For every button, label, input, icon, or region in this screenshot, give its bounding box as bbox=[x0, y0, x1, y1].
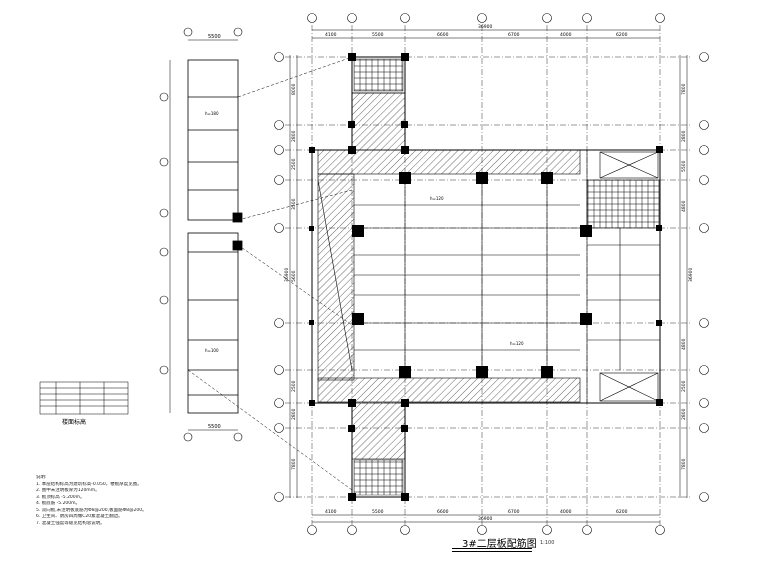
note-line: 4. 板底筋 -5.200m。 bbox=[36, 501, 81, 506]
right-dim: 4800 bbox=[681, 200, 687, 212]
side-strip-bubbles bbox=[159, 27, 243, 442]
slab-label: h=120 bbox=[430, 196, 444, 201]
right-dim: 2500 bbox=[681, 380, 687, 392]
right-dim: 2800 bbox=[681, 130, 687, 142]
bottom-grid-zone bbox=[353, 459, 404, 496]
bottom-dim: 5500 bbox=[372, 509, 384, 515]
note-line: 5. 双向板,未注明板底筋为Φ8@200,板面筋Φ8@200。 bbox=[36, 507, 147, 513]
right-dim: 7800 bbox=[681, 458, 687, 470]
level-table bbox=[39, 381, 129, 415]
top-total-dim: 36900 bbox=[478, 24, 492, 30]
left-dim: 8000 bbox=[291, 83, 297, 95]
right-dim: 2800 bbox=[681, 408, 687, 420]
top-dim: 4000 bbox=[560, 32, 572, 38]
side-slab-label: h=100 bbox=[205, 348, 219, 353]
left-dim: 2800 bbox=[291, 130, 297, 142]
left-dim: 2500 bbox=[291, 158, 297, 170]
notes-heading: 说明: bbox=[36, 475, 47, 480]
top-dim: 6200 bbox=[616, 32, 628, 38]
note-line: 2. 图中未注明板厚为120mm。 bbox=[36, 488, 100, 493]
left-dim: 3500 bbox=[291, 198, 297, 210]
title-underline-secondary bbox=[452, 551, 532, 552]
bottom-total-dim: 36900 bbox=[478, 516, 492, 522]
top-dimension-lines bbox=[289, 29, 688, 523]
top-dim: 6600 bbox=[437, 32, 449, 38]
drawing-title: 3#二层板配筋图 bbox=[462, 539, 537, 550]
side-strip bbox=[169, 39, 243, 431]
bottom-dim: 6200 bbox=[616, 509, 628, 515]
title-underline bbox=[452, 548, 532, 549]
right-total-dim: 36900 bbox=[688, 268, 694, 282]
note-line: 1. 本层结构标高为建筑标高-0.050，楼板厚度见图。 bbox=[36, 481, 142, 487]
top-grid-zone bbox=[353, 58, 404, 92]
left-dim: 7800 bbox=[291, 458, 297, 470]
left-dim: 5600 bbox=[291, 270, 297, 282]
top-dim: 5500 bbox=[372, 32, 384, 38]
level-table-caption: 楼面标高 bbox=[62, 418, 86, 426]
left-dim: 2800 bbox=[291, 408, 297, 420]
side-slab-label: h=180 bbox=[205, 111, 219, 116]
side-top-dim: 5500 bbox=[208, 34, 221, 40]
bottom-dim: 4100 bbox=[325, 509, 337, 515]
note-line: 3. 板顶标高 -5.200m。 bbox=[36, 494, 85, 500]
bottom-dim: 6600 bbox=[437, 509, 449, 515]
right-dim: 5500 bbox=[681, 160, 687, 172]
top-dim: 4100 bbox=[325, 32, 337, 38]
right-dim: 7800 bbox=[681, 83, 687, 95]
inner-bays bbox=[317, 150, 660, 403]
side-bottom-dim: 5500 bbox=[208, 424, 221, 430]
note-line: 6. 卫生间、厨房四周做C20素混凝土翻边。 bbox=[36, 514, 123, 519]
right-dim: 4800 bbox=[681, 338, 687, 350]
note-line: 7. 混凝土强度等级见结构总说明。 bbox=[36, 520, 105, 526]
general-notes: 说明: 1. 本层结构标高为建筑标高-0.050，楼板厚度见图。 2. 图中未注… bbox=[36, 475, 176, 527]
left-dim: 2500 bbox=[291, 380, 297, 392]
axis-bubbles bbox=[274, 13, 709, 535]
left-total-dim: 36900 bbox=[284, 268, 290, 282]
bottom-dim: 4000 bbox=[560, 509, 572, 515]
bottom-dim: 6700 bbox=[508, 509, 520, 515]
stair-grid bbox=[586, 179, 660, 229]
hatched-bands bbox=[317, 92, 581, 460]
columns bbox=[309, 53, 663, 501]
slab-label: h=120 bbox=[510, 341, 524, 346]
top-dim: 6700 bbox=[508, 32, 520, 38]
drawing-scale: 1:100 bbox=[540, 540, 555, 546]
